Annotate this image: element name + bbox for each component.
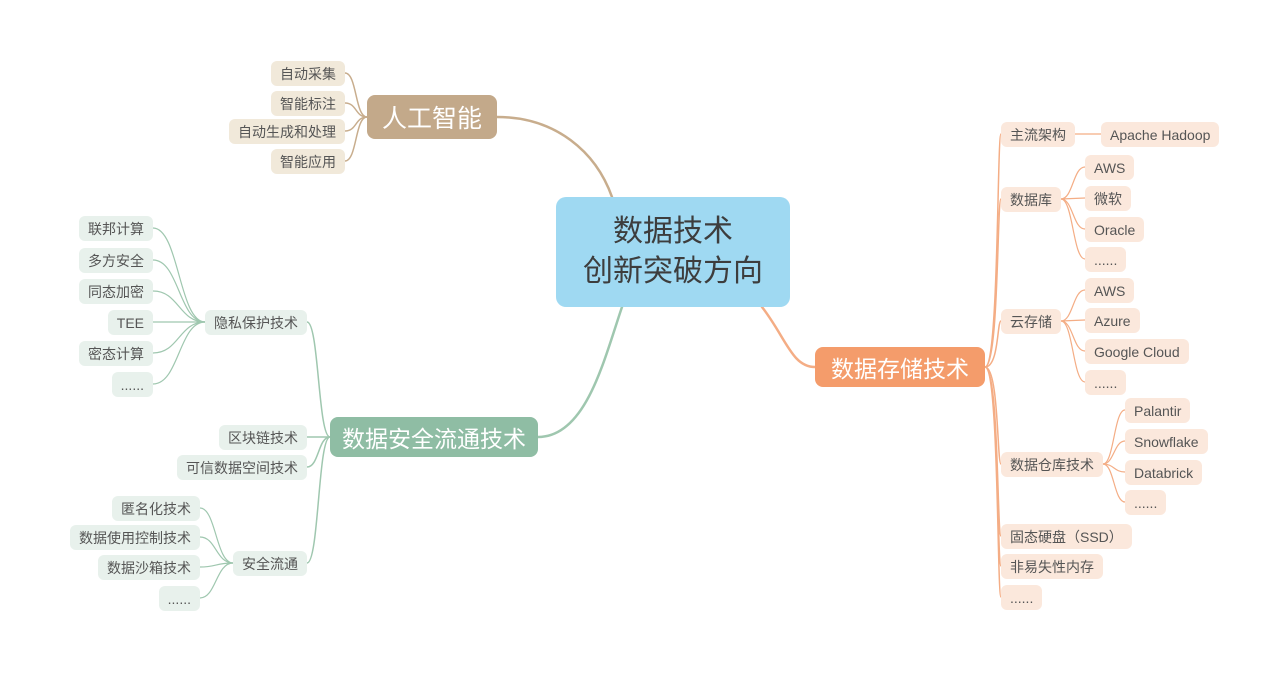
node-palantir[interactable]: Palantir xyxy=(1125,398,1191,423)
connector xyxy=(984,320,1002,368)
node-ellipsis[interactable]: ...... xyxy=(1001,585,1043,610)
node-cs-azure[interactable]: Azure xyxy=(1085,308,1140,333)
connector xyxy=(1060,198,1086,230)
connector xyxy=(984,198,1002,368)
node-db-microsoft[interactable]: 微软 xyxy=(1085,186,1131,211)
node-snowflake[interactable]: Snowflake xyxy=(1125,429,1208,454)
connector xyxy=(1060,320,1086,383)
connector xyxy=(1060,289,1086,322)
node-data-sandbox[interactable]: 数据沙箱技术 xyxy=(98,555,200,580)
connector xyxy=(984,366,1002,598)
node-blockchain[interactable]: 区块链技术 xyxy=(219,425,307,450)
node-federated-computing[interactable]: 联邦计算 xyxy=(79,216,153,241)
connector-root-ai xyxy=(495,115,614,199)
connector xyxy=(984,366,1002,465)
node-apache-hadoop[interactable]: Apache Hadoop xyxy=(1101,122,1220,147)
node-database[interactable]: 数据库 xyxy=(1001,187,1061,212)
connector xyxy=(1102,463,1126,503)
connector xyxy=(1060,319,1086,322)
connector-root-security xyxy=(536,305,624,439)
connector xyxy=(344,116,368,162)
node-db-oracle[interactable]: Oracle xyxy=(1085,217,1145,242)
node-ellipsis[interactable]: ...... xyxy=(1085,370,1127,395)
node-secure-circulation[interactable]: 安全流通 xyxy=(233,551,307,576)
node-ellipsis[interactable]: ...... xyxy=(1125,490,1167,515)
node-anonymization[interactable]: 匿名化技术 xyxy=(112,496,200,521)
connector xyxy=(199,507,234,564)
node-mainstream-architecture[interactable]: 主流架构 xyxy=(1001,122,1075,147)
node-multiparty-security[interactable]: 多方安全 xyxy=(79,248,153,273)
connector xyxy=(306,436,331,468)
connector xyxy=(1060,166,1086,200)
node-tee[interactable]: TEE xyxy=(107,310,153,335)
node-homomorphic-encryption[interactable]: 同态加密 xyxy=(79,279,153,304)
node-databrick[interactable]: Databrick xyxy=(1125,460,1203,485)
connector xyxy=(152,259,206,323)
storage-connectors xyxy=(984,133,1126,598)
node-auto-generation-processing[interactable]: 自动生成和处理 xyxy=(229,119,345,144)
node-cloud-storage[interactable]: 云存储 xyxy=(1001,309,1061,334)
connector xyxy=(1060,198,1086,260)
connector xyxy=(1060,320,1086,352)
connector xyxy=(199,536,234,564)
connector xyxy=(152,321,206,354)
connector xyxy=(152,290,206,323)
node-privacy-protection[interactable]: 隐私保护技术 xyxy=(205,310,307,335)
connector xyxy=(344,72,368,118)
node-data-security-circulation[interactable]: 数据安全流通技术 xyxy=(330,417,538,457)
node-cs-aws[interactable]: AWS xyxy=(1085,278,1135,303)
connector xyxy=(1102,440,1126,465)
node-smart-application[interactable]: 智能应用 xyxy=(271,149,345,174)
connector xyxy=(306,321,331,438)
node-cs-google-cloud[interactable]: Google Cloud xyxy=(1085,339,1189,364)
connector xyxy=(152,321,206,385)
node-ellipsis[interactable]: ...... xyxy=(111,372,153,397)
connector xyxy=(1102,409,1126,465)
node-data-warehouse[interactable]: 数据仓库技术 xyxy=(1001,452,1103,477)
node-trusted-data-space[interactable]: 可信数据空间技术 xyxy=(177,455,307,480)
node-nonvolatile-memory[interactable]: 非易失性内存 xyxy=(1001,554,1103,579)
connector xyxy=(984,133,1002,368)
node-data-usage-control[interactable]: 数据使用控制技术 xyxy=(70,525,200,550)
main-connectors xyxy=(495,115,817,439)
node-data-technology-innovation[interactable]: 数据技术 创新突破方向 xyxy=(556,197,790,307)
connector xyxy=(1060,197,1086,200)
node-data-storage[interactable]: 数据存储技术 xyxy=(815,347,985,387)
node-ellipsis[interactable]: ...... xyxy=(1085,247,1127,272)
node-smart-annotation[interactable]: 智能标注 xyxy=(271,91,345,116)
connector-root-storage xyxy=(760,305,817,369)
node-ai[interactable]: 人工智能 xyxy=(367,95,497,139)
connector xyxy=(306,436,331,564)
node-auto-collection[interactable]: 自动采集 xyxy=(271,61,345,86)
security-connectors xyxy=(152,227,331,599)
node-ssd[interactable]: 固态硬盘（SSD） xyxy=(1001,524,1132,549)
connector xyxy=(199,562,234,599)
node-confidential-computing[interactable]: 密态计算 xyxy=(79,341,153,366)
connector xyxy=(152,227,206,323)
node-ellipsis[interactable]: ...... xyxy=(158,586,200,611)
node-db-aws[interactable]: AWS xyxy=(1085,155,1135,180)
ai-connectors xyxy=(344,72,368,162)
